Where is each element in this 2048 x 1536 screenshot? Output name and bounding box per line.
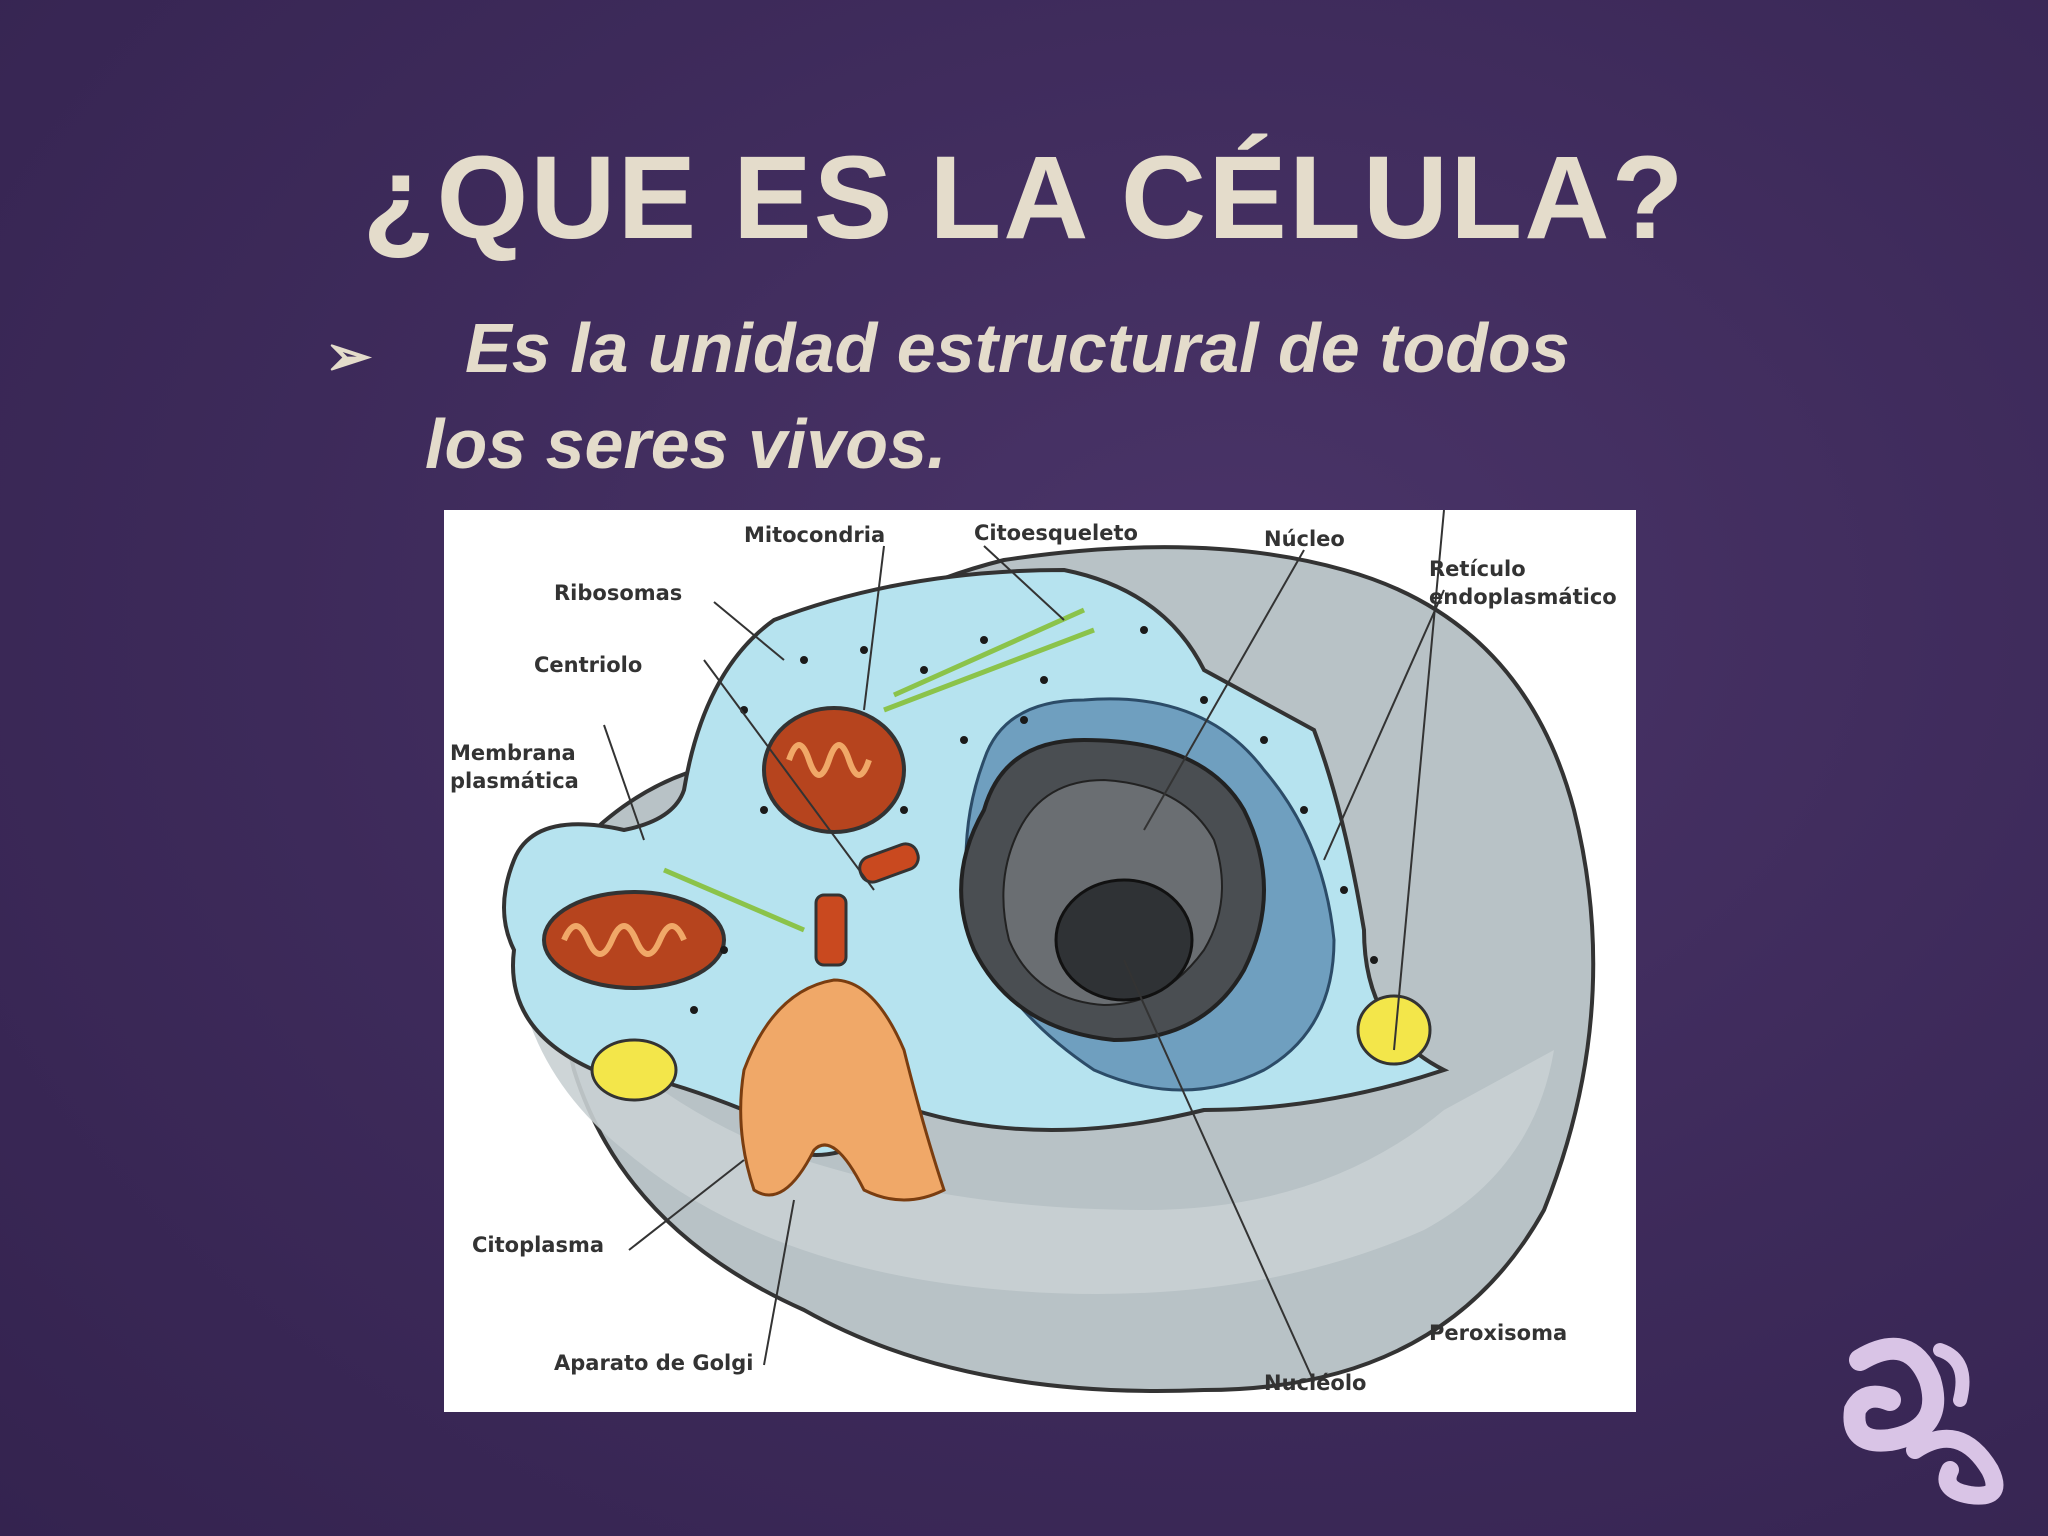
label-reticulo-1: Retículo <box>1429 557 1526 581</box>
label-peroxisoma: Peroxisoma <box>1429 1321 1567 1345</box>
label-ribosomas: Ribosomas <box>554 581 682 605</box>
label-citoesqueleto: Citoesqueleto <box>974 521 1138 545</box>
cell-diagram: Mitocondria Citoesqueleto Núcleo Retícul… <box>444 510 1636 1412</box>
label-membrana-2: plasmática <box>450 769 579 793</box>
label-nucleolo: Nucléolo <box>1264 1371 1366 1395</box>
golgi-apparatus <box>739 978 946 1202</box>
label-nucleo: Núcleo <box>1264 527 1345 551</box>
label-membrana-1: Membrana <box>450 741 576 765</box>
label-centriolo: Centriolo <box>534 653 642 677</box>
cytoskeleton-fiber-3 <box>663 867 805 933</box>
arrow-bullet-icon: ➢ <box>325 324 372 387</box>
bullet-text-line-1: Es la unidad estructural de todos <box>465 309 1570 387</box>
peroxisome <box>1356 994 1432 1066</box>
swirl-ornament-icon <box>1843 1337 2004 1505</box>
label-reticulo-2: endoplasmático <box>1429 585 1617 609</box>
label-citoplasma: Citoplasma <box>472 1233 604 1257</box>
mitochondrion-1 <box>762 706 906 834</box>
label-golgi: Aparato de Golgi <box>554 1351 753 1375</box>
mitochondrion-1-cristae <box>786 742 872 778</box>
bullet-point: ➢ Es la unidad estructural de todos los … <box>325 300 1775 492</box>
bullet-text-line-2: los seres vivos. <box>425 405 947 483</box>
cell-cut-floor <box>514 950 1554 1294</box>
cytoskeleton-fiber-2 <box>892 607 1086 698</box>
centriole-2 <box>814 893 848 967</box>
ribosomes <box>690 626 1378 1014</box>
cytoskeleton-fiber-1 <box>883 627 1095 713</box>
cell-diagram-svg: Mitocondria Citoesqueleto Núcleo Retícul… <box>450 510 1617 1395</box>
label-mitocondria: Mitocondria <box>744 523 885 547</box>
vesicle-left <box>590 1038 678 1102</box>
nucleolus <box>1054 878 1194 1002</box>
mitochondrion-2-cristae <box>561 923 687 957</box>
slide-title: ¿QUE ES LA CÉLULA? <box>362 132 1686 264</box>
leader-lines <box>603 510 1445 1383</box>
